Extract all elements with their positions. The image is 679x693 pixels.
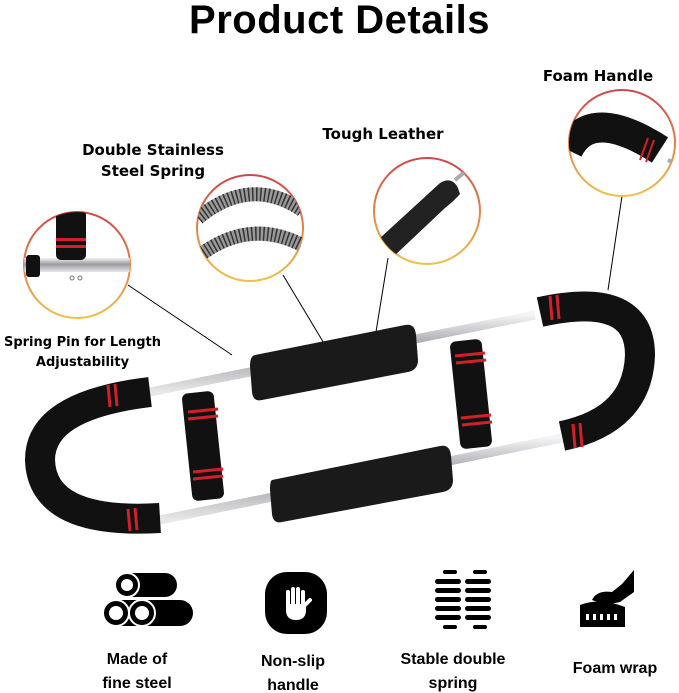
detail-circle-spring-pin bbox=[23, 211, 131, 319]
callout-double-spring-line1: Double Stainless bbox=[82, 141, 224, 159]
chest-expander bbox=[24, 291, 656, 534]
callout-spring-pin: Spring Pin for Length Adjustability bbox=[0, 333, 165, 373]
feature-double-spring: Stable double spring bbox=[388, 648, 518, 693]
leader-lines bbox=[127, 195, 623, 356]
feature-foam-wrap: Foam wrap bbox=[555, 657, 675, 681]
page-title: Product Details bbox=[189, 0, 490, 42]
feature-steel-line2: fine steel bbox=[102, 675, 172, 692]
callout-tough-leather: Tough Leather bbox=[308, 124, 458, 145]
callout-spring-pin-line2: Adjustability bbox=[35, 355, 130, 370]
callout-foam-handle-line1: Foam Handle bbox=[542, 67, 654, 85]
detail-circle-leather bbox=[373, 157, 481, 265]
feature-foam-wrap-line1: Foam wrap bbox=[572, 660, 658, 677]
callout-spring-pin-line1: Spring Pin for Length bbox=[3, 335, 162, 350]
feature-non-slip-line1: Non-slip bbox=[261, 653, 325, 670]
detail-circle-springs bbox=[196, 174, 304, 282]
foam-wrap-icon bbox=[580, 570, 634, 627]
hand-grip-icon bbox=[265, 572, 327, 634]
callout-double-spring: Double Stainless Steel Spring bbox=[68, 140, 238, 182]
feature-non-slip-line2: handle bbox=[267, 677, 319, 693]
feature-steel: Made of fine steel bbox=[72, 648, 202, 693]
feature-non-slip: Non-slip handle bbox=[228, 650, 358, 693]
callout-tough-leather-line1: Tough Leather bbox=[322, 125, 444, 143]
feature-double-spring-line1: Stable double bbox=[400, 651, 506, 668]
feature-double-spring-line2: spring bbox=[428, 675, 478, 692]
callout-double-spring-line2: Steel Spring bbox=[100, 162, 206, 180]
callout-foam-handle: Foam Handle bbox=[538, 66, 658, 87]
double-spring-icon bbox=[435, 570, 491, 629]
detail-circle-foam-handle bbox=[568, 89, 676, 197]
feature-steel-line1: Made of bbox=[106, 651, 168, 668]
steel-pipes-icon bbox=[102, 572, 193, 627]
